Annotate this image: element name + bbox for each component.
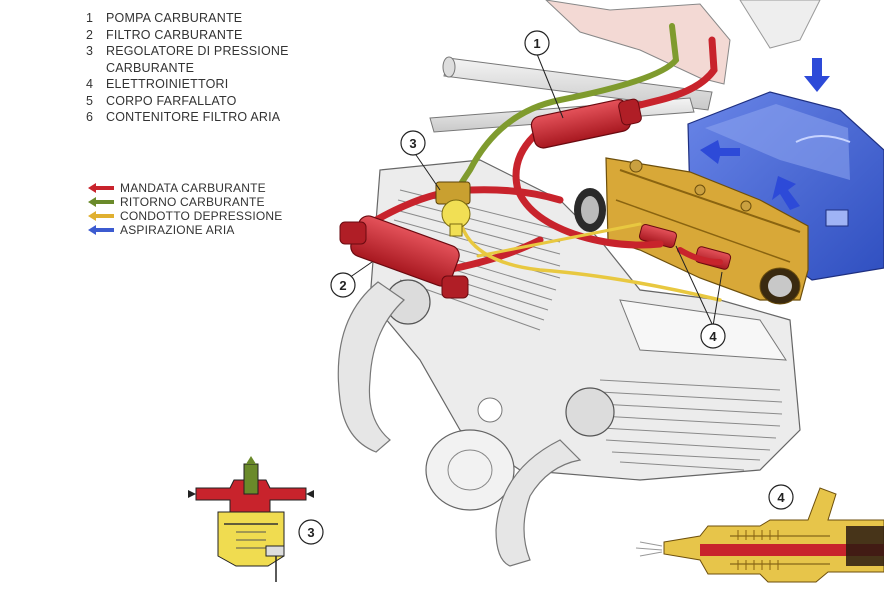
part-label: REGOLATORE DI PRESSIONE CARBURANTE — [106, 44, 289, 75]
parts-list-item: 6 CONTENITORE FILTRO ARIA — [86, 109, 306, 126]
part-number: 4 — [86, 77, 94, 91]
part-label: POMPA CARBURANTE — [106, 11, 243, 25]
legend-label: RITORNO CARBURANTE — [120, 195, 265, 209]
callout-number: 4 — [709, 329, 717, 344]
callout-3: 3 — [400, 130, 426, 156]
parts-list: 1 POMPA CARBURANTE 2 FILTRO CARBURANTE 3 RE… — [86, 10, 306, 126]
air-arrow-icon — [772, 176, 800, 210]
callout-number: 3 — [409, 136, 416, 151]
flow-arrow-icon — [188, 490, 196, 498]
parts-list-item: 5 CORPO FARFALLATO — [86, 93, 306, 110]
air-arrow-icon — [700, 140, 740, 164]
legend-item-depressione: CONDOTTO DEPRESSIONE — [88, 209, 282, 223]
regulator-detail — [188, 456, 314, 582]
part-number: 5 — [86, 93, 94, 108]
fuel-filter — [339, 215, 469, 299]
callout-number: 2 — [339, 278, 346, 293]
blue-arrow-icon — [88, 225, 114, 235]
air-intake-arrows — [700, 58, 830, 210]
part-label: FILTRO CARBURANTE — [106, 27, 243, 42]
fuel-pump — [530, 98, 642, 149]
callout-number: 3 — [307, 525, 314, 540]
part-number: 6 — [86, 110, 94, 124]
throttle-body — [574, 157, 809, 305]
parts-list-item: 3 REGOLATORE DI PRESSIONE CARBURANTE — [86, 43, 306, 76]
left-margin — [0, 0, 84, 614]
callout-number: 1 — [533, 36, 540, 51]
flow-legend: MANDATA CARBURANTE RITORNO CARBURANTE CO… — [88, 181, 282, 237]
part-number: 2 — [86, 27, 94, 42]
callout-leaders — [345, 53, 723, 327]
part-label: ELETTROINIETTORI — [106, 77, 229, 91]
callout-1: 1 — [524, 30, 550, 56]
engine-block — [369, 159, 801, 511]
red-arrow-icon — [88, 183, 114, 193]
legend-label: MANDATA CARBURANTE — [120, 181, 266, 195]
exhaust-pipes — [337, 281, 582, 567]
pressure-regulator — [435, 181, 471, 237]
spray-icon — [635, 541, 663, 557]
flow-arrow-icon — [306, 490, 314, 498]
part-number: 1 — [86, 11, 94, 25]
parts-list-item: 2 FILTRO CARBURANTE — [86, 27, 306, 44]
callout-number: 4 — [777, 490, 785, 505]
legend-item-aspirazione: ASPIRAZIONE ARIA — [88, 223, 282, 237]
injector-detail — [635, 487, 884, 583]
legend-item-mandata: MANDATA CARBURANTE — [88, 181, 282, 195]
callout-3-detail: 3 — [298, 519, 324, 545]
part-number: 3 — [86, 44, 94, 58]
parts-list-item: 4 ELETTROINIETTORI — [86, 76, 306, 93]
part-label: CONTENITORE FILTRO ARIA — [106, 110, 281, 124]
legend-item-ritorno: RITORNO CARBURANTE — [88, 195, 282, 209]
callout-4: 4 — [700, 323, 726, 349]
part-label: CORPO FARFALLATO — [106, 93, 237, 108]
green-arrow-icon — [88, 197, 114, 207]
callout-4-detail: 4 — [768, 484, 794, 510]
legend-label: ASPIRAZIONE ARIA — [120, 223, 235, 237]
parts-list-item: 1 POMPA CARBURANTE — [86, 10, 306, 27]
callout-2: 2 — [330, 272, 356, 298]
legend-label: CONDOTTO DEPRESSIONE — [120, 209, 283, 223]
yellow-arrow-icon — [88, 211, 114, 221]
air-arrow-icon — [804, 58, 830, 92]
